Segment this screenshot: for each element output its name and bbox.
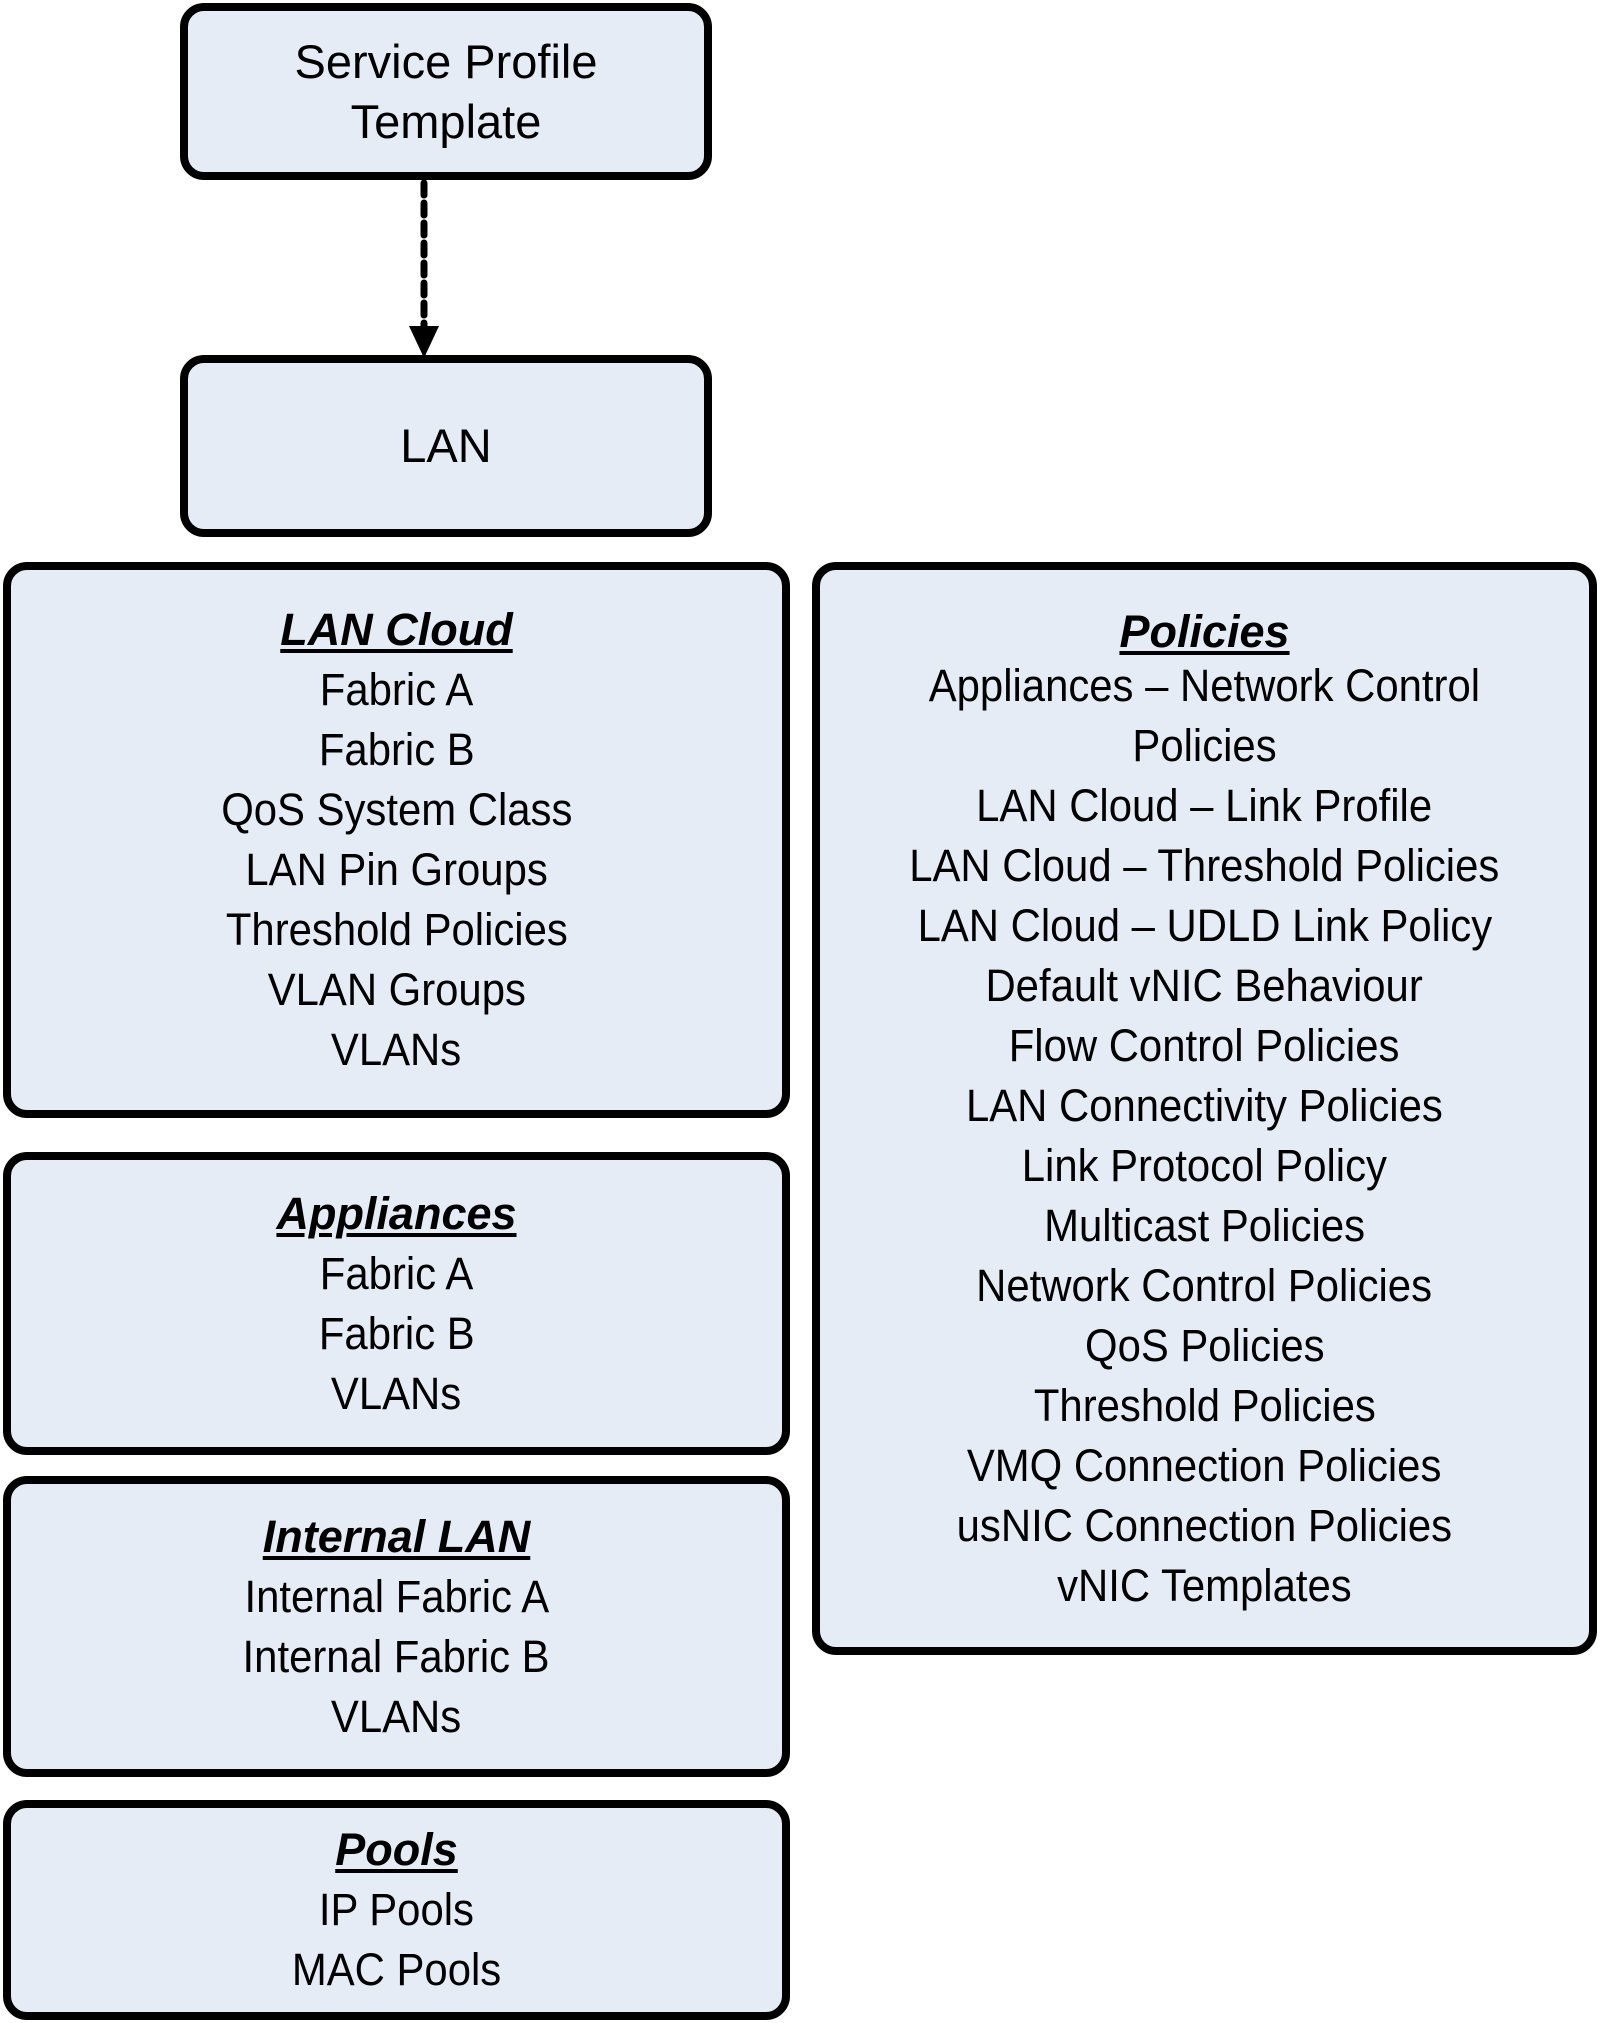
group-item: Fabric B: [318, 724, 475, 775]
group-title: Policies: [1119, 605, 1290, 657]
group-item: Threshold Policies: [225, 904, 568, 955]
group-item: VMQ Connection Policies: [967, 1439, 1442, 1491]
service-profile-template-box[interactable]: Service Profile Template: [180, 3, 712, 180]
root-label-line-1: Service Profile: [294, 34, 598, 88]
group-item: VLANs: [331, 1690, 462, 1742]
group-title: Pools: [335, 1824, 458, 1875]
group-title: Appliances: [276, 1187, 517, 1239]
group-title: LAN Cloud: [280, 604, 513, 655]
group-item: Fabric B: [318, 1307, 475, 1359]
lan-cloud-box[interactable]: LAN Cloud Fabric A Fabric B QoS System Cla…: [3, 562, 790, 1118]
group-item: MAC Pools: [291, 1944, 502, 1995]
group-item: IP Pools: [318, 1884, 475, 1935]
appliances-box[interactable]: Appliances Fabric A Fabric B VLANs: [3, 1152, 790, 1455]
group-item: Default vNIC Behaviour: [985, 959, 1424, 1011]
group-item: vNIC Templates: [1057, 1559, 1352, 1611]
group-item: LAN Connectivity Policies: [966, 1079, 1443, 1131]
group-item: Internal Fabric A: [244, 1570, 549, 1622]
group-item: Network Control Policies: [976, 1259, 1433, 1311]
lan-box[interactable]: LAN: [180, 355, 712, 537]
group-item: QoS Policies: [1084, 1319, 1325, 1371]
group-item: Fabric A: [319, 664, 474, 715]
group-item: LAN Cloud – Threshold Policies: [909, 839, 1500, 891]
group-item: LAN Cloud – UDLD Link Policy: [917, 899, 1492, 951]
root-label-line-2: Template: [350, 94, 542, 148]
arrowhead-icon: [409, 326, 439, 358]
group-item-list: Internal Fabric A Internal Fabric B VLANs: [231, 1567, 561, 1747]
group-item: LAN Pin Groups: [245, 844, 548, 895]
group-item: Internal Fabric B: [242, 1630, 551, 1682]
group-item: VLANs: [331, 1024, 462, 1075]
group-item: QoS System Class: [220, 784, 573, 835]
group-item: Flow Control Policies: [1009, 1019, 1400, 1071]
group-item: Policies: [1132, 719, 1277, 771]
group-title: Internal LAN: [262, 1510, 531, 1562]
group-item: VLAN Groups: [267, 964, 526, 1015]
group-item-list: Fabric A Fabric B VLANs: [313, 1244, 481, 1424]
group-item: Threshold Policies: [1033, 1379, 1376, 1431]
group-item: Appliances – Network Control: [928, 659, 1481, 711]
group-item: usNIC Connection Policies: [956, 1499, 1453, 1551]
group-item: Multicast Policies: [1044, 1199, 1365, 1251]
group-item: LAN Cloud – Link Profile: [976, 779, 1433, 831]
group-item: VLANs: [331, 1367, 462, 1419]
group-item: Link Protocol Policy: [1021, 1139, 1388, 1191]
lan-label: LAN: [400, 419, 492, 472]
group-item: Fabric A: [319, 1247, 474, 1299]
